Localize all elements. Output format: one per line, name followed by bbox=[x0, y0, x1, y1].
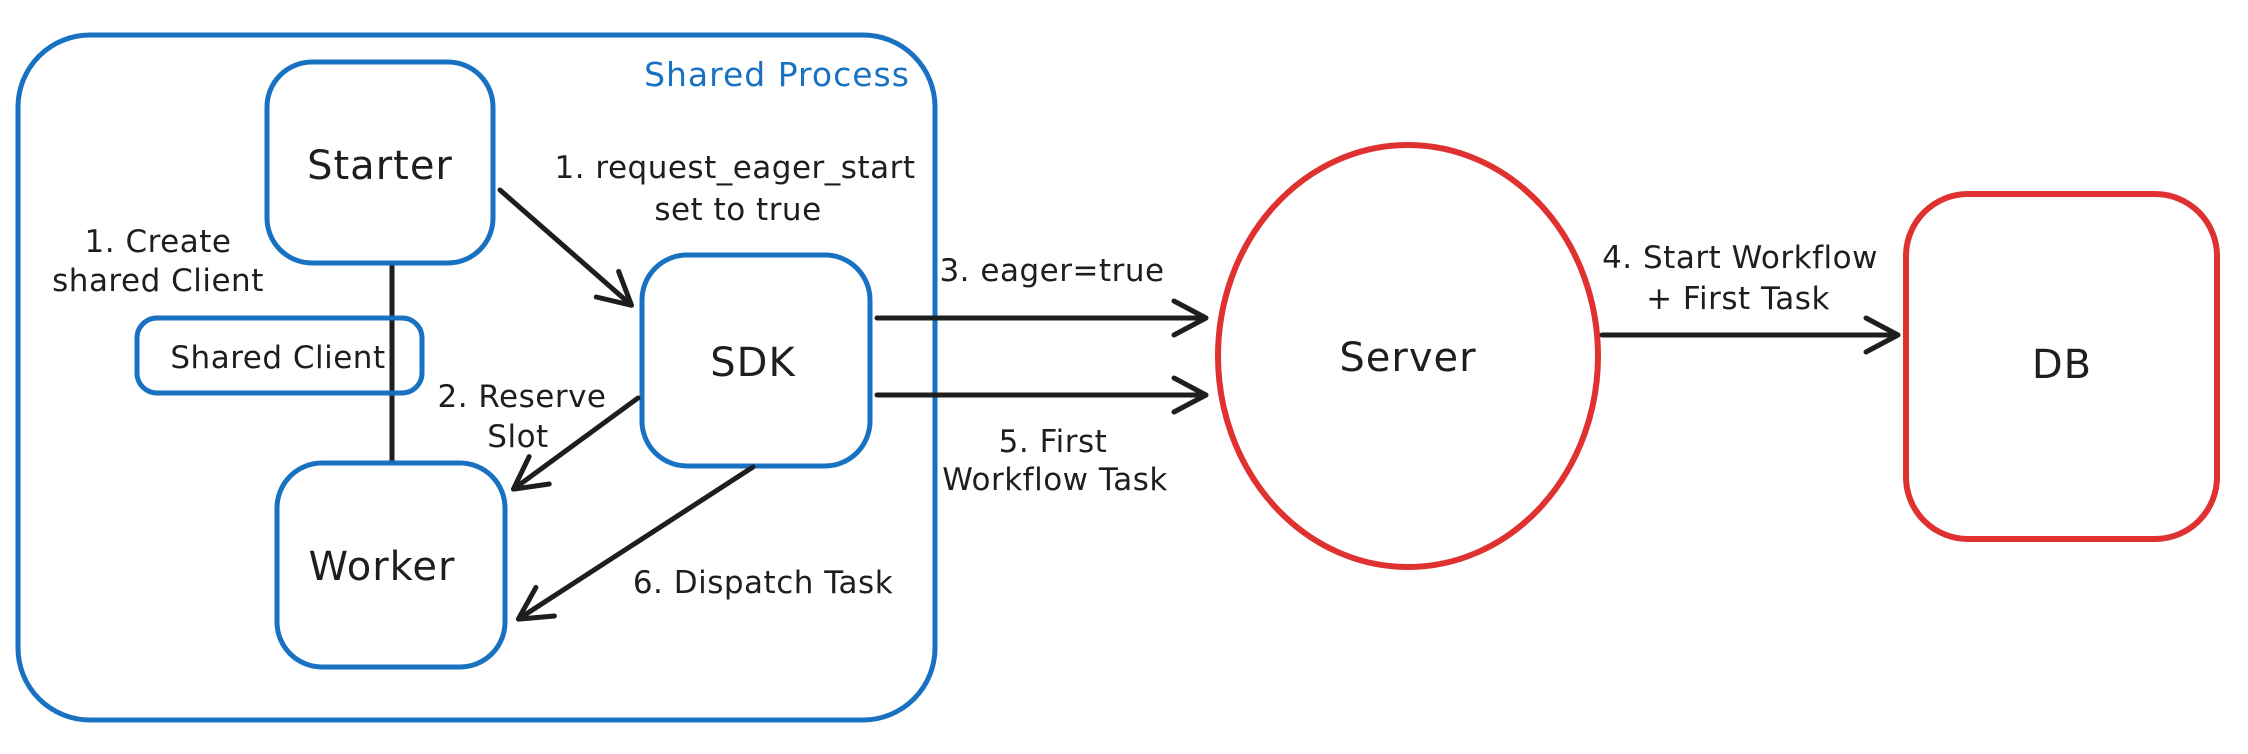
server-node bbox=[1215, 142, 1601, 570]
annotation-first-workflow-task-line2: Workflow Task bbox=[942, 462, 1168, 498]
annotation-dispatch-task: 6. Dispatch Task bbox=[633, 565, 893, 601]
arrow-starter-to-sdk bbox=[497, 187, 635, 308]
annotation-create-shared-client-line2: shared Client bbox=[52, 263, 264, 299]
annotation-create-shared-client-line1: 1. Create bbox=[85, 224, 232, 260]
annotation-request-eager-start-line1: 1. request_eager_start bbox=[554, 150, 915, 186]
arrow-sdk-to-worker-reserve-slot bbox=[510, 395, 641, 492]
shared-client-node-label: Shared Client bbox=[170, 340, 385, 376]
arrow-sdk-to-worker-dispatch-task bbox=[515, 464, 756, 622]
annotation-reserve-slot-line1: 2. Reserve bbox=[437, 379, 606, 415]
db-node bbox=[1903, 191, 2220, 542]
shared-client-node bbox=[134, 315, 425, 396]
annotation-first-workflow-task-line1: 5. First bbox=[999, 424, 1108, 460]
shared-process-title: Shared Process bbox=[644, 55, 910, 94]
server-node-label: Server bbox=[1339, 335, 1476, 381]
annotation-start-workflow-line1: 4. Start Workflow bbox=[1602, 240, 1878, 276]
annotation-reserve-slot-line2: Slot bbox=[487, 419, 548, 455]
annotation-eager-true: 3. eager=true bbox=[939, 253, 1164, 289]
sdk-node bbox=[639, 252, 873, 469]
worker-node-label: Worker bbox=[309, 544, 456, 590]
starter-node bbox=[264, 59, 496, 266]
sdk-node-label: SDK bbox=[710, 340, 796, 386]
annotation-start-workflow-line2: + First Task bbox=[1646, 281, 1830, 317]
db-node-label: DB bbox=[2032, 342, 2092, 388]
shared-process-container bbox=[15, 32, 938, 723]
worker-node bbox=[274, 460, 508, 670]
annotation-request-eager-start-line2: set to true bbox=[654, 192, 821, 228]
starter-node-label: Starter bbox=[307, 143, 453, 189]
